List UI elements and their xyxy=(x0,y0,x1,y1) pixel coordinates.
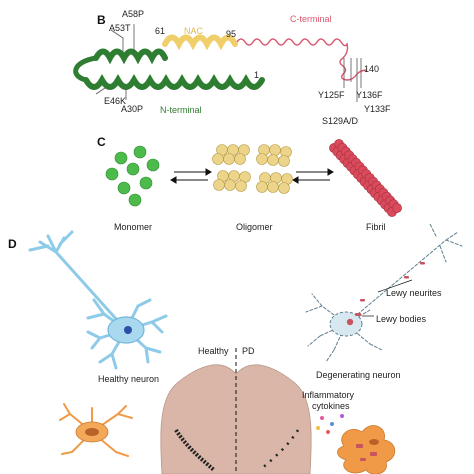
label-healthy-neuron: Healthy neuron xyxy=(98,374,159,384)
residue-1: 1 xyxy=(254,70,259,80)
c-terminal-tail xyxy=(236,38,368,81)
oligomer-cluster xyxy=(212,144,293,194)
label-pd: PD xyxy=(242,346,255,356)
label-degenerating-neuron: Degenerating neuron xyxy=(316,370,401,380)
mutation-s129ad: S129A/D xyxy=(322,116,359,126)
residue-61: 61 xyxy=(155,26,165,36)
c-terminal-label: C-terminal xyxy=(290,14,332,24)
fibril xyxy=(329,139,402,217)
lewy-body-markers xyxy=(346,262,425,326)
label-healthy: Healthy xyxy=(198,346,229,356)
n-terminal-label: N-terminal xyxy=(160,105,202,115)
label-lewy-neurites: Lewy neurites xyxy=(386,288,442,298)
mutation-y136f: Y136F xyxy=(356,90,383,100)
fibril-bead xyxy=(392,203,402,213)
cytokine-dots xyxy=(316,414,344,434)
n-terminal-upper-helix xyxy=(93,48,168,65)
mutation-a30p: A30P xyxy=(121,104,143,114)
healthy-neuron-illustration xyxy=(28,230,168,370)
degenerating-neuron-soma xyxy=(329,311,363,337)
activated-microglia xyxy=(337,425,396,474)
panel-d-letter: D xyxy=(8,237,17,251)
mutation-a58p: A58P xyxy=(122,9,144,19)
mutation-y125f: Y125F xyxy=(318,90,345,100)
mutation-e46k: E46K xyxy=(104,96,126,106)
mutation-a53t: A53T xyxy=(109,23,131,33)
panel-b: B A53T A58P 61 95 NAC C-terminal 140 1 E xyxy=(73,9,391,126)
substantia-nigra-healthy xyxy=(174,428,216,472)
nac-helix xyxy=(162,34,238,51)
label-monomer: Monomer xyxy=(114,222,152,232)
label-fibril: Fibril xyxy=(366,222,386,232)
monomer-cluster xyxy=(105,145,160,207)
label-oligomer: Oligomer xyxy=(236,222,273,232)
panel-b-letter: B xyxy=(97,13,106,27)
label-lewy-bodies: Lewy bodies xyxy=(376,314,427,324)
residue-140: 140 xyxy=(364,64,379,74)
helix-loop xyxy=(73,55,99,83)
equilibrium-arrows xyxy=(170,168,334,184)
label-cytokines: cytokines xyxy=(312,401,350,411)
residue-95: 95 xyxy=(226,29,236,39)
n-terminal-helix xyxy=(83,73,265,90)
panel-c-letter: C xyxy=(97,135,106,149)
mutation-markers xyxy=(95,24,362,102)
lewy-neurites-pointer xyxy=(377,279,413,293)
label-inflammatory: Inflammatory xyxy=(302,390,355,400)
panel-d: D Healthy neuron xyxy=(8,223,463,474)
nac-label: NAC xyxy=(184,26,204,36)
mutation-y133f: Y133F xyxy=(364,104,391,114)
resting-microglia xyxy=(59,403,133,457)
panel-c: C Monomer Oligomer Fibr xyxy=(97,135,402,232)
